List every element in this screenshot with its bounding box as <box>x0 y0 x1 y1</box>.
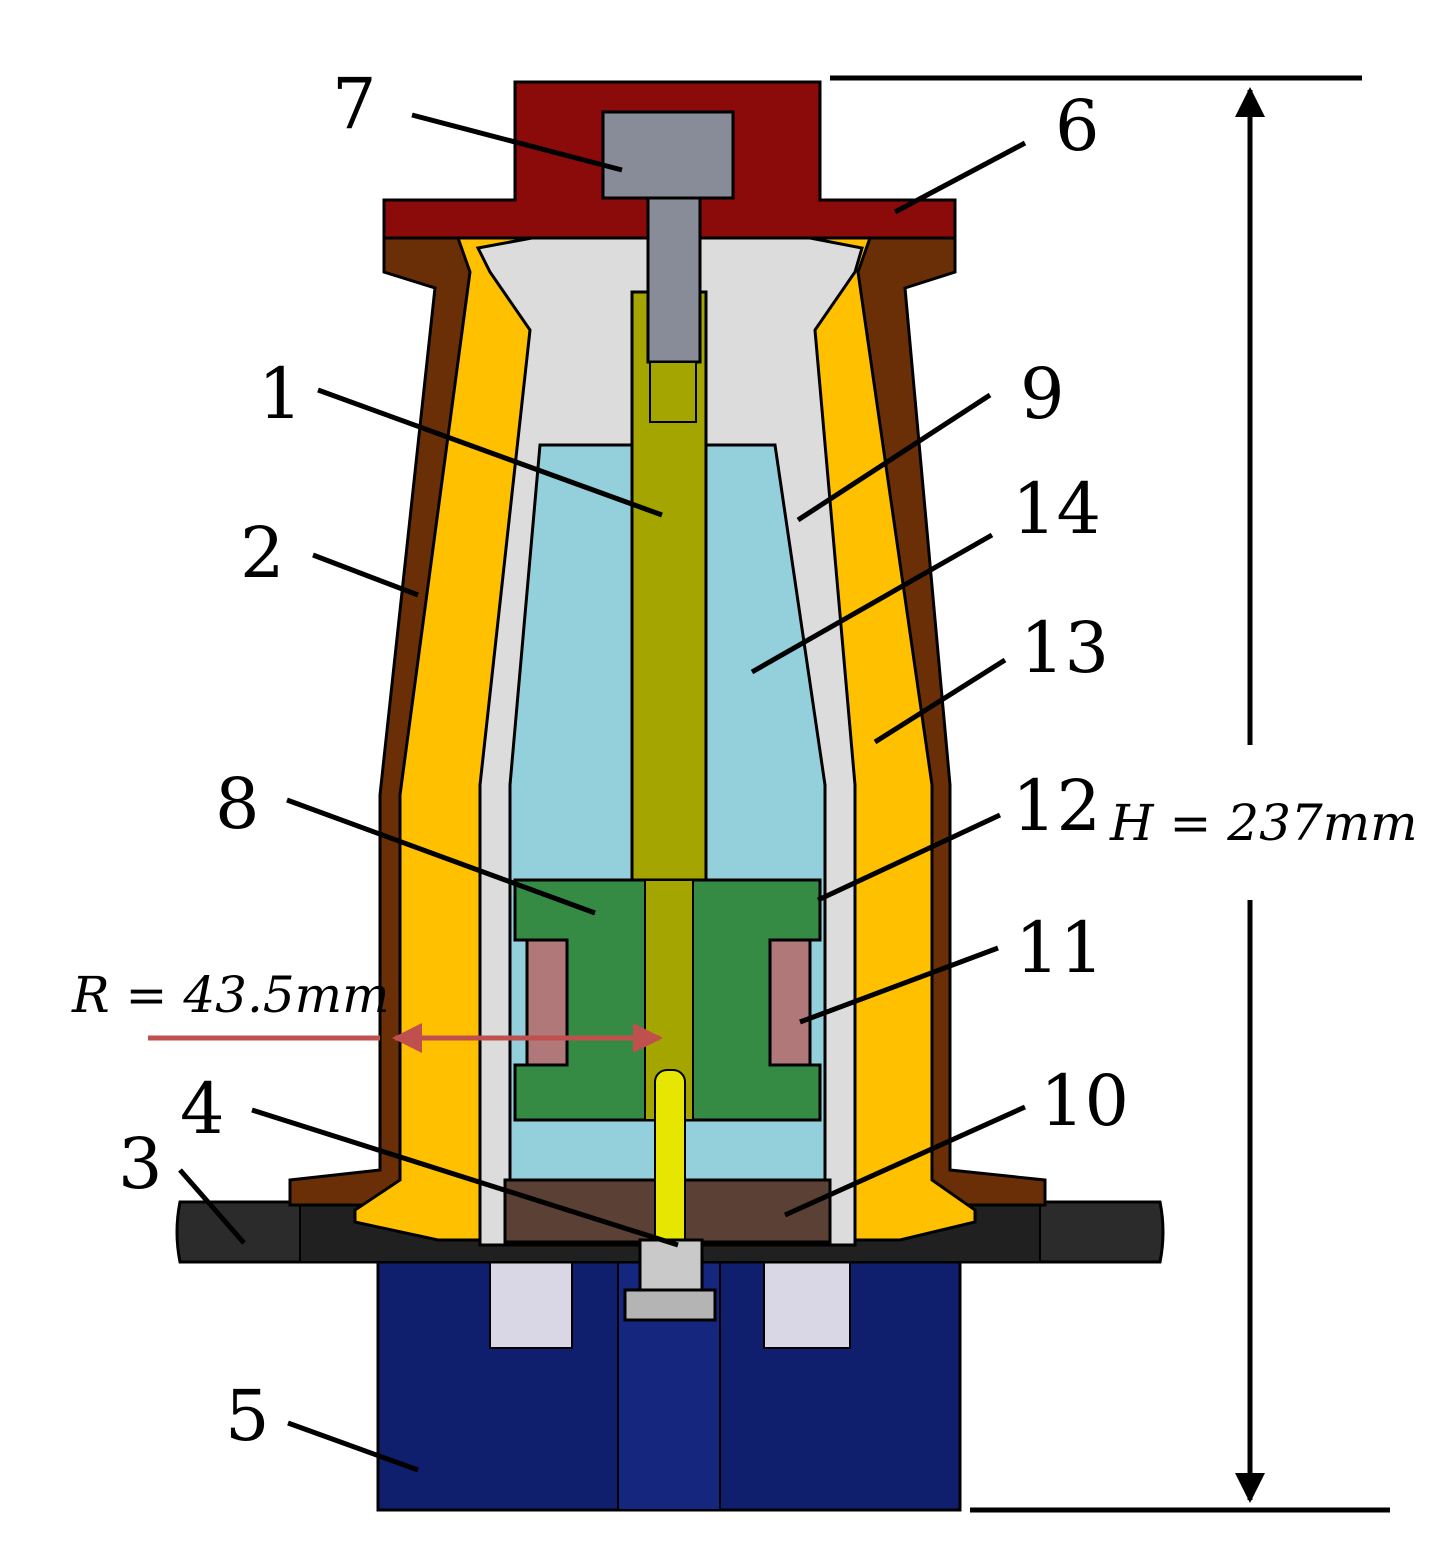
radius-dimension: R = 43.5mm <box>71 966 663 1053</box>
label-12: 12 <box>1012 765 1101 847</box>
height-dimension: H = 237mm <box>830 75 1418 1513</box>
label-13: 13 <box>1020 607 1109 689</box>
label-3: 3 <box>118 1123 163 1205</box>
label-7: 7 <box>332 63 377 145</box>
radius-label: R = 43.5mm <box>71 966 389 1024</box>
leader-lines <box>178 112 1027 1473</box>
connector-pin <box>623 1238 717 1322</box>
label-1: 1 <box>258 353 303 435</box>
height-label: H = 237mm <box>1109 794 1418 852</box>
label-11: 11 <box>1015 907 1104 989</box>
label-8: 8 <box>215 763 260 845</box>
label-9: 9 <box>1020 353 1065 435</box>
label-4: 4 <box>180 1068 225 1150</box>
screw-bolt <box>601 110 735 423</box>
label-14: 14 <box>1012 468 1101 550</box>
label-10: 10 <box>1040 1060 1129 1142</box>
label-2: 2 <box>240 512 285 594</box>
part-numbers: 7 6 1 9 14 2 13 8 12 11 4 10 3 5 <box>118 63 1129 1457</box>
label-5: 5 <box>225 1375 270 1457</box>
label-6: 6 <box>1055 85 1100 167</box>
